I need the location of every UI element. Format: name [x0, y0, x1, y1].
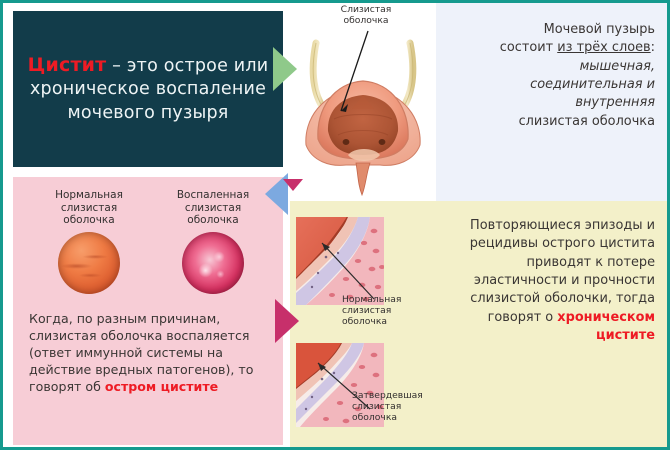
layers-line-6: слизистая оболочка	[518, 113, 655, 129]
endoscopy-image-normal-mucosa	[58, 231, 120, 294]
bladder-layers-text: Мочевой пузырь состоит из трёх слоев: мы…	[446, 21, 655, 131]
layers-line-2-underlined: из трёх слоев	[557, 40, 651, 56]
chronic-cystitis-body: Повторяющиеся эпизоды и рецидивы острого…	[469, 218, 655, 325]
layers-line-5: внутренняя	[575, 95, 655, 111]
scope-item-normal: Нормальная слизистая оболочка	[34, 189, 144, 294]
triangle-right-icon-green	[273, 47, 297, 91]
scope-caption-inflamed-line2: слизистая	[184, 201, 242, 214]
acute-cystitis-text: Когда, по разным причинам, слизистая обо…	[27, 294, 275, 396]
scope-item-inflamed: Воспаленная слизистая оболочка	[158, 189, 268, 294]
bladder-callout-line2: оболочка	[343, 14, 389, 26]
title-accent-word: Цистит	[27, 54, 107, 77]
histology-normal-svg	[296, 217, 384, 305]
layers-line-2-prefix: состоит	[499, 40, 558, 56]
bladder-callout-line1: Слизистая	[340, 4, 392, 15]
bladder-svg	[305, 30, 421, 197]
histology-caption-hardened: Затвердевшая слизистая оболочка	[352, 390, 436, 424]
panel-title: Цистит – это острое или хроническое восп…	[3, 3, 290, 173]
panel-histology: Нормальная слизистая оболочка	[290, 201, 436, 447]
histology-caption-normal-line2: слизистая	[342, 304, 392, 316]
scope-caption-normal-line2: слизистая	[60, 201, 118, 214]
acute-cystitis-accent: остром цистите	[104, 379, 219, 395]
scope-caption-normal: Нормальная слизистая оболочка	[34, 189, 144, 227]
triangle-right-icon-magenta	[275, 299, 299, 343]
histology-caption-hardened-line1: Затвердевшая	[352, 390, 423, 401]
layers-line-1: Мочевой пузырь	[543, 22, 655, 37]
histology-caption-normal-line1: Нормальная	[342, 294, 402, 305]
chronic-cystitis-accent-line2: цистите	[596, 327, 655, 343]
acute-cystitis-body: Когда, по разным причинам, слизистая обо…	[29, 310, 254, 395]
panel-bladder-layers-text: Мочевой пузырь состоит из трёх слоев: мы…	[436, 3, 667, 201]
chronic-cystitis-text: Повторяющиеся эпизоды и рецидивы острого…	[446, 217, 655, 345]
endoscopy-image-inflamed-mucosa	[182, 231, 244, 294]
histology-caption-normal: Нормальная слизистая оболочка	[342, 294, 434, 328]
histology-caption-normal-line3: оболочка	[342, 315, 388, 327]
panel-bladder-illustration: Слизистая оболочка	[290, 3, 436, 201]
histology-hardened-svg	[296, 343, 384, 427]
layers-line-3: мышечная,	[579, 58, 655, 74]
pink-card: Нормальная слизистая оболочка Воспаленна…	[13, 177, 283, 445]
histology-image-hardened-mucosa	[296, 343, 384, 427]
layers-line-4: соединительная и	[530, 76, 655, 92]
triangle-down-icon-magenta	[283, 179, 303, 191]
scope-image-row: Нормальная слизистая оболочка Воспаленна…	[27, 187, 275, 294]
scope-caption-inflamed: Воспаленная слизистая оболочка	[158, 189, 268, 227]
layers-line-2: состоит из трёх слоев:	[446, 39, 655, 57]
histology-image-normal-mucosa	[296, 217, 384, 305]
bladder-mucosa-callout-label: Слизистая оболочка	[323, 4, 409, 27]
title-card: Цистит – это острое или хроническое восп…	[13, 11, 283, 167]
bladder-anatomy-image	[294, 29, 432, 197]
title-text: Цистит – это острое или хроническое восп…	[23, 53, 273, 125]
scope-caption-inflamed-line1: Воспаленная	[176, 189, 250, 201]
scope-caption-normal-line1: Нормальная	[55, 189, 123, 201]
chronic-cystitis-accent-line1: хроническом	[557, 309, 655, 325]
layers-line-2-suffix: :	[650, 40, 655, 56]
histology-caption-hardened-line3: оболочка	[352, 411, 398, 423]
histology-caption-hardened-line2: слизистая	[352, 400, 402, 412]
title-rest: – это острое или хроническое воспаление …	[29, 56, 269, 123]
scope-caption-normal-line3: оболочка	[63, 214, 115, 227]
panel-chronic-cystitis-text: Повторяющиеся эпизоды и рецидивы острого…	[436, 201, 667, 447]
scope-caption-inflamed-line3: оболочка	[187, 214, 239, 227]
triangle-left-icon-blue	[265, 173, 288, 215]
panel-acute-cystitis: Нормальная слизистая оболочка Воспаленна…	[3, 173, 290, 447]
